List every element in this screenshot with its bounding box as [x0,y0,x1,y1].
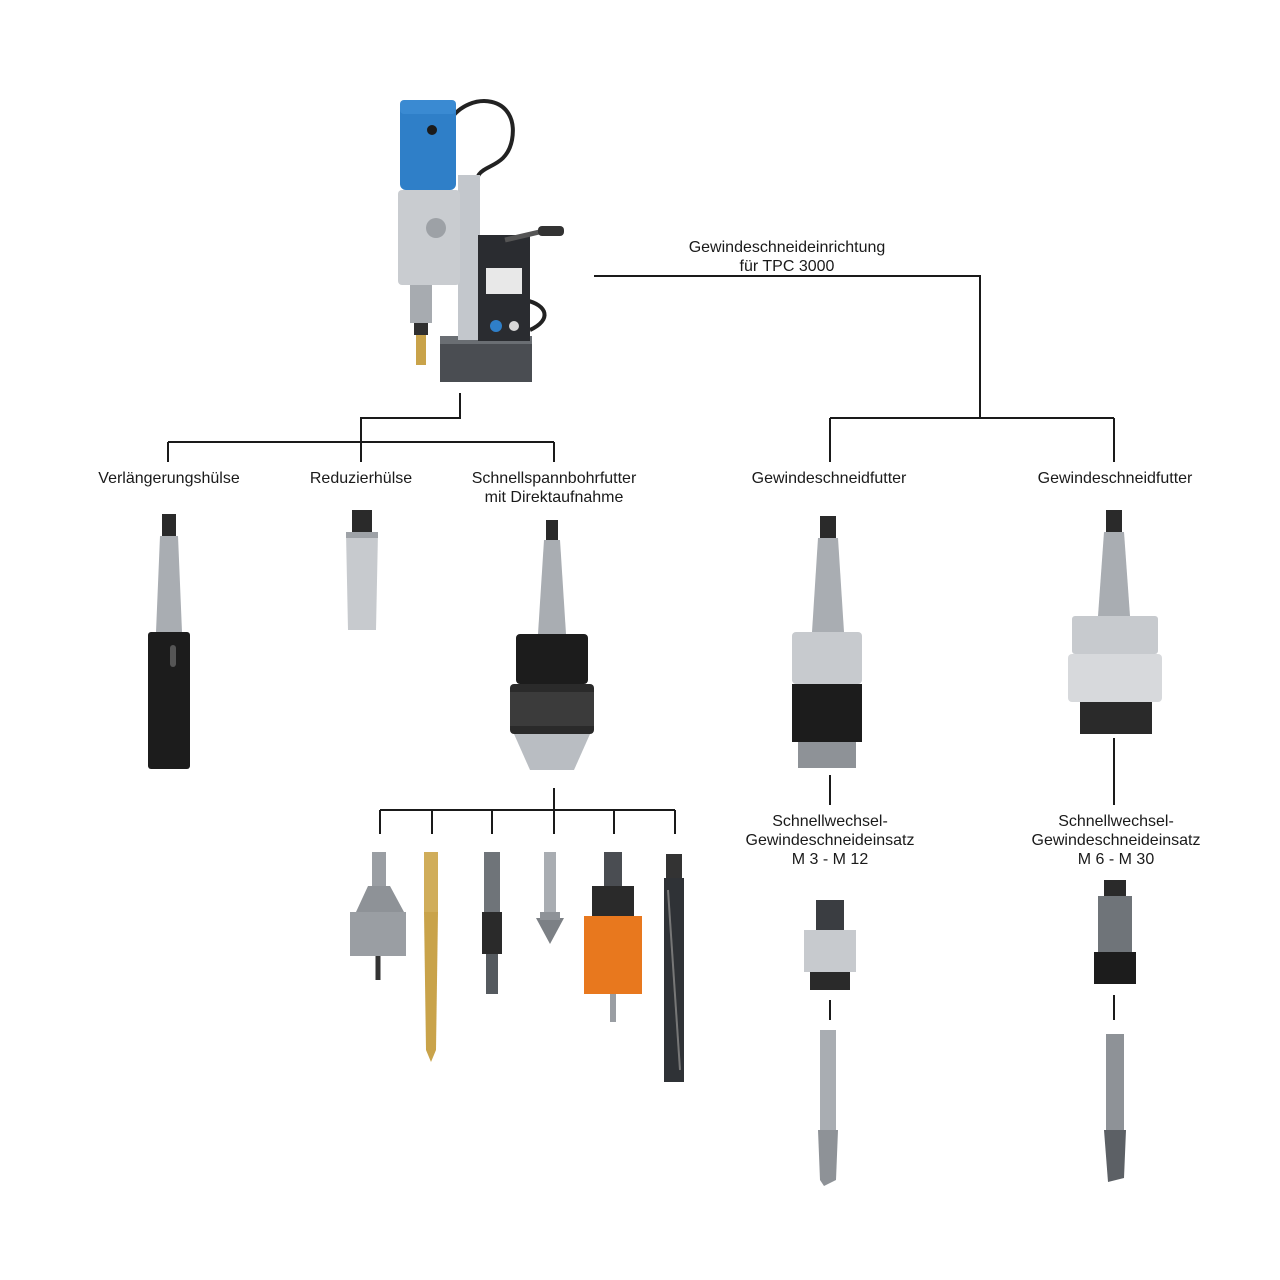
label-quick-change-insert-1-line-1: Schnellwechsel- [772,813,888,830]
motor-housing [400,100,456,190]
hss-hole-cutter-icon [350,852,406,980]
twist-drill-icon [424,852,438,1062]
tap-icon-2 [1104,1034,1126,1182]
machine-column [458,175,480,340]
label-keyless-chuck-line-2: mit Direktaufnahme [484,489,624,506]
spindle [410,285,432,323]
power-cable-rear [524,298,547,332]
label-tapping-chuck-2: Gewindeschneidfutter [1037,470,1193,487]
label-quick-change-insert-2-line-1: Schnellwechsel- [1058,813,1174,830]
connector-machine-down [360,393,461,442]
drill-chuck-icon [510,520,594,770]
extension-sleeve-icon [148,514,190,769]
tapping-chuck-icon [792,516,862,768]
label-keyless-chuck: Schnellspannbohrfutter mit Direktaufnahm… [472,469,637,507]
label-quick-change-insert-1: Schnellwechsel- Gewindeschneideinsatz M … [746,812,915,869]
reducing-sleeve-icon [346,510,378,630]
bi-metal-hole-saw-icon [584,852,642,1022]
label-threading-device-line-2: für TPC 3000 [739,258,835,275]
power-cable [448,99,515,191]
pilot-bit [416,335,426,365]
tap-icon [818,1030,838,1186]
gearbox [398,190,460,285]
label-quick-change-insert-2-line-3: M 6 - M 30 [1077,851,1155,868]
label-threading-device: Gewindeschneideinrichtung für TPC 3000 [689,238,886,276]
label-quick-change-insert-2-line-2: Gewindeschneideinsatz [1031,832,1201,849]
connector-threading [594,275,981,418]
label-threading-device-line-1: Gewindeschneideinrichtung [688,239,886,256]
counterbore-icon [482,852,502,994]
label-quick-change-insert-2: Schnellwechsel- Gewindeschneideinsatz M … [1032,812,1201,869]
tapping-chuck-icon-2 [1068,510,1162,734]
label-quick-change-insert-1-line-3: M 3 - M 12 [791,851,869,868]
reamer-icon [664,854,684,1082]
label-keyless-chuck-line-1: Schnellspannbohrfutter [471,470,637,487]
connector-lines [167,275,1115,1020]
label-quick-change-insert-1-line-2: Gewindeschneideinsatz [745,832,915,849]
label-extension-sleeve: Verlängerungshülse [98,470,240,487]
tap-insert-icon-2 [1094,880,1136,984]
magnetic-drill-machine-icon [398,99,564,382]
label-reducing-sleeve: Reduzierhülse [309,470,413,487]
countersink-icon [536,852,564,944]
label-tapping-chuck-1: Gewindeschneidfutter [751,470,907,487]
tap-insert-icon [804,900,856,990]
